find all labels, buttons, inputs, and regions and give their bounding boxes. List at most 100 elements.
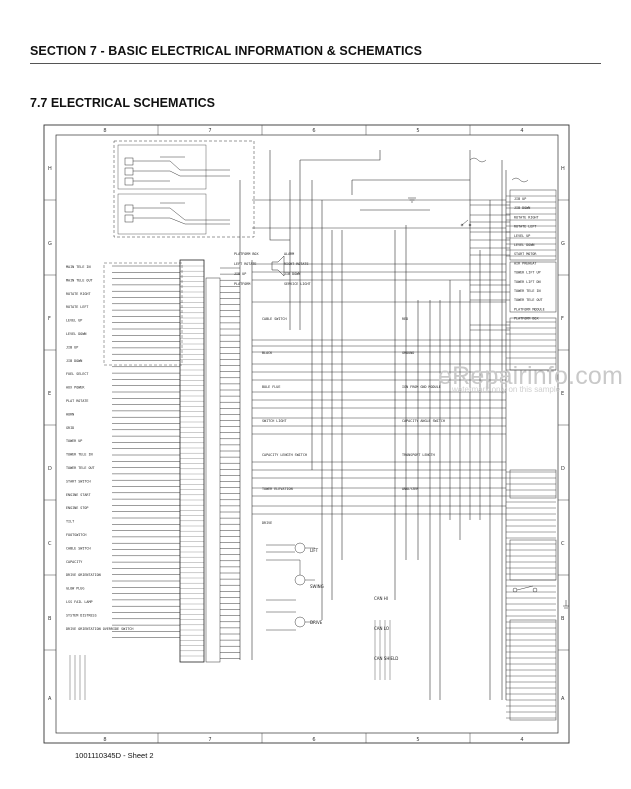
drawing-frame-outer (43, 124, 570, 744)
input-label: PLAT ROTATE (66, 399, 88, 403)
bottom-label: LIFT (310, 548, 319, 553)
zone-row-label-right: F (561, 316, 564, 322)
output-label: PLATFORM MODULE (514, 307, 545, 311)
input-label: CAPACITY (66, 560, 82, 564)
output-label: TOWER TELE OUT (514, 298, 543, 302)
main-connector-block (179, 259, 205, 663)
zone-column-label-bottom: 8 (103, 737, 106, 743)
bottom-label: DRIVE (310, 620, 323, 625)
zone-row-label-left: D (48, 466, 52, 472)
input-label: HORN (66, 412, 74, 416)
zone-row-label-left: C (48, 541, 52, 547)
input-label: JIB DOWN (66, 359, 82, 363)
zone-row-label-left: B (48, 616, 52, 622)
right-output-module (509, 189, 557, 261)
drawing-frame-inner (55, 134, 559, 734)
zone-column-label-top: 6 (312, 128, 315, 134)
watermark-subtext: watermark only on this sample (452, 385, 561, 394)
center-label: CABLE SWITCH (262, 317, 287, 321)
zone-row-label-left: A (48, 696, 52, 702)
bottom-label: SWING (310, 584, 324, 589)
top-label: RIGHT ROTATE (284, 262, 309, 266)
top-label: PLATFORM (234, 282, 250, 286)
output-label: TOWER LIFT UP (514, 271, 541, 275)
zone-column-label-top: 5 (416, 128, 419, 134)
zone-row-label-right: G (561, 241, 565, 247)
center-label: TRANSPORT LENGTH (402, 453, 435, 457)
top-label: JIB UP (234, 272, 246, 276)
output-label: AIR PREHEAT (514, 261, 536, 265)
output-label: LEVEL DOWN (514, 243, 534, 247)
center-label: RED (402, 317, 408, 321)
output-label: START MOTOR (514, 252, 537, 256)
output-label: TOWER LIFT DN (514, 280, 541, 284)
zone-row-label-right: C (561, 541, 565, 547)
input-label: TOWER UP (66, 439, 82, 443)
output-label: PLATFORM BOX (514, 317, 539, 321)
input-label: ENGINE STOP (66, 506, 88, 510)
center-label: BLACK (262, 351, 273, 355)
input-label: FUEL SELECT (66, 372, 88, 376)
zone-column-label-top: 7 (208, 128, 211, 134)
output-label: ROTATE RIGHT (514, 215, 539, 219)
zone-row-label-right: H (561, 166, 565, 172)
zone-column-label-bottom: 5 (416, 737, 419, 743)
input-label: LSS FAIL LAMP (66, 600, 93, 604)
top-label: PLATFORM BOX (234, 252, 259, 256)
center-label: DRIVE (262, 521, 272, 525)
center-label: ANALYZER (402, 487, 419, 491)
zone-row-label-left: E (48, 391, 51, 397)
output-label: LEVEL UP (514, 234, 530, 238)
zone-column-label-top: 8 (103, 128, 106, 134)
center-label: IGN FROM GND MODULE (402, 385, 441, 389)
input-label: MAIN TELE OUT (66, 278, 93, 282)
bottom-label: CAN LO (374, 626, 389, 631)
center-label: SWITCH LIGHT (262, 419, 287, 423)
input-label: ROTATE LEFT (66, 305, 88, 309)
input-label: DRIVE ORIENTATION OVERRIDE SWITCH (66, 627, 133, 631)
input-label: AUX POWER (66, 386, 85, 390)
center-label: CAPACITY ANGLE SWITCH (402, 419, 445, 423)
input-label: GLOW PLUG (66, 587, 84, 591)
zone-row-label-left: H (48, 166, 52, 172)
platform-box-outline (113, 140, 255, 238)
zone-column-label-bottom: 7 (208, 737, 211, 743)
zone-row-label-left: F (48, 316, 51, 322)
top-label: ALARM (284, 252, 294, 256)
input-label: TOWER TELE IN (66, 453, 93, 457)
output-label: JIB DOWN (514, 206, 530, 210)
center-label: CAPACITY LENGTH SWITCH (262, 453, 307, 457)
output-label: JIB UP (514, 197, 526, 201)
input-label: CABLE SWITCH (66, 546, 91, 550)
zone-ticks (44, 125, 569, 743)
center-label: TOWER ELEVATION (262, 487, 293, 491)
section-divider (30, 63, 601, 64)
output-label: TOWER TELE IN (514, 289, 541, 293)
zone-row-label-right: A (561, 696, 565, 702)
watermark-text: eRepairinfo.com (438, 362, 624, 390)
input-label: LEVEL DOWN (66, 332, 86, 336)
center-label: GROUND (402, 351, 414, 355)
input-label: ENGINE START (66, 493, 91, 497)
zone-column-label-top: 4 (520, 128, 523, 134)
input-label: GRID (66, 426, 74, 430)
input-label: DRIVE ORIENTATION (66, 573, 101, 577)
output-label: ROTATE LEFT (514, 225, 536, 229)
zone-row-label-left: G (48, 241, 52, 247)
sheet-label: 1001110345D - Sheet 2 (75, 751, 154, 760)
input-label: MAIN TELE IN (66, 265, 91, 269)
page-heading: 7.7 ELECTRICAL SCHEMATICS (30, 96, 215, 110)
input-label: TOWER TELE OUT (66, 466, 95, 470)
top-label: JIB DOWN (284, 272, 300, 276)
bottom-label: CAN HI (374, 596, 388, 601)
center-label: BOLE FLUE (262, 385, 280, 389)
zone-column-label-bottom: 4 (520, 737, 523, 743)
lower-left-box-outline (103, 262, 183, 366)
input-label: TILT (66, 520, 74, 524)
zone-row-label-right: B (561, 616, 565, 622)
zone-row-label-right: E (561, 391, 564, 397)
zone-row-label-right: D (561, 466, 565, 472)
input-label: SYSTEM DISTRESS (66, 613, 97, 617)
zone-column-label-bottom: 6 (312, 737, 315, 743)
